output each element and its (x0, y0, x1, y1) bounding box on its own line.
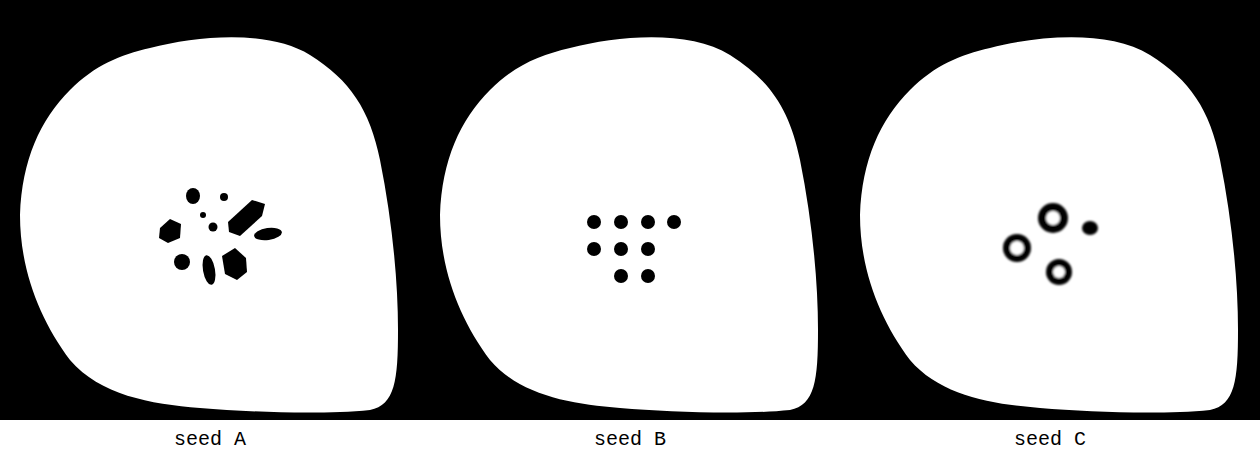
ring-pores (1003, 203, 1098, 285)
seed-outline (20, 37, 398, 412)
black-ground (0, 0, 1260, 420)
seed-outline (440, 37, 818, 412)
seed-label: seed C (940, 428, 1160, 452)
regular-pores (587, 215, 681, 283)
seed-outline (860, 37, 1238, 412)
irregular-pores (159, 188, 283, 286)
seed-label: seed B (520, 428, 740, 452)
seed-label: seed A (100, 428, 320, 452)
